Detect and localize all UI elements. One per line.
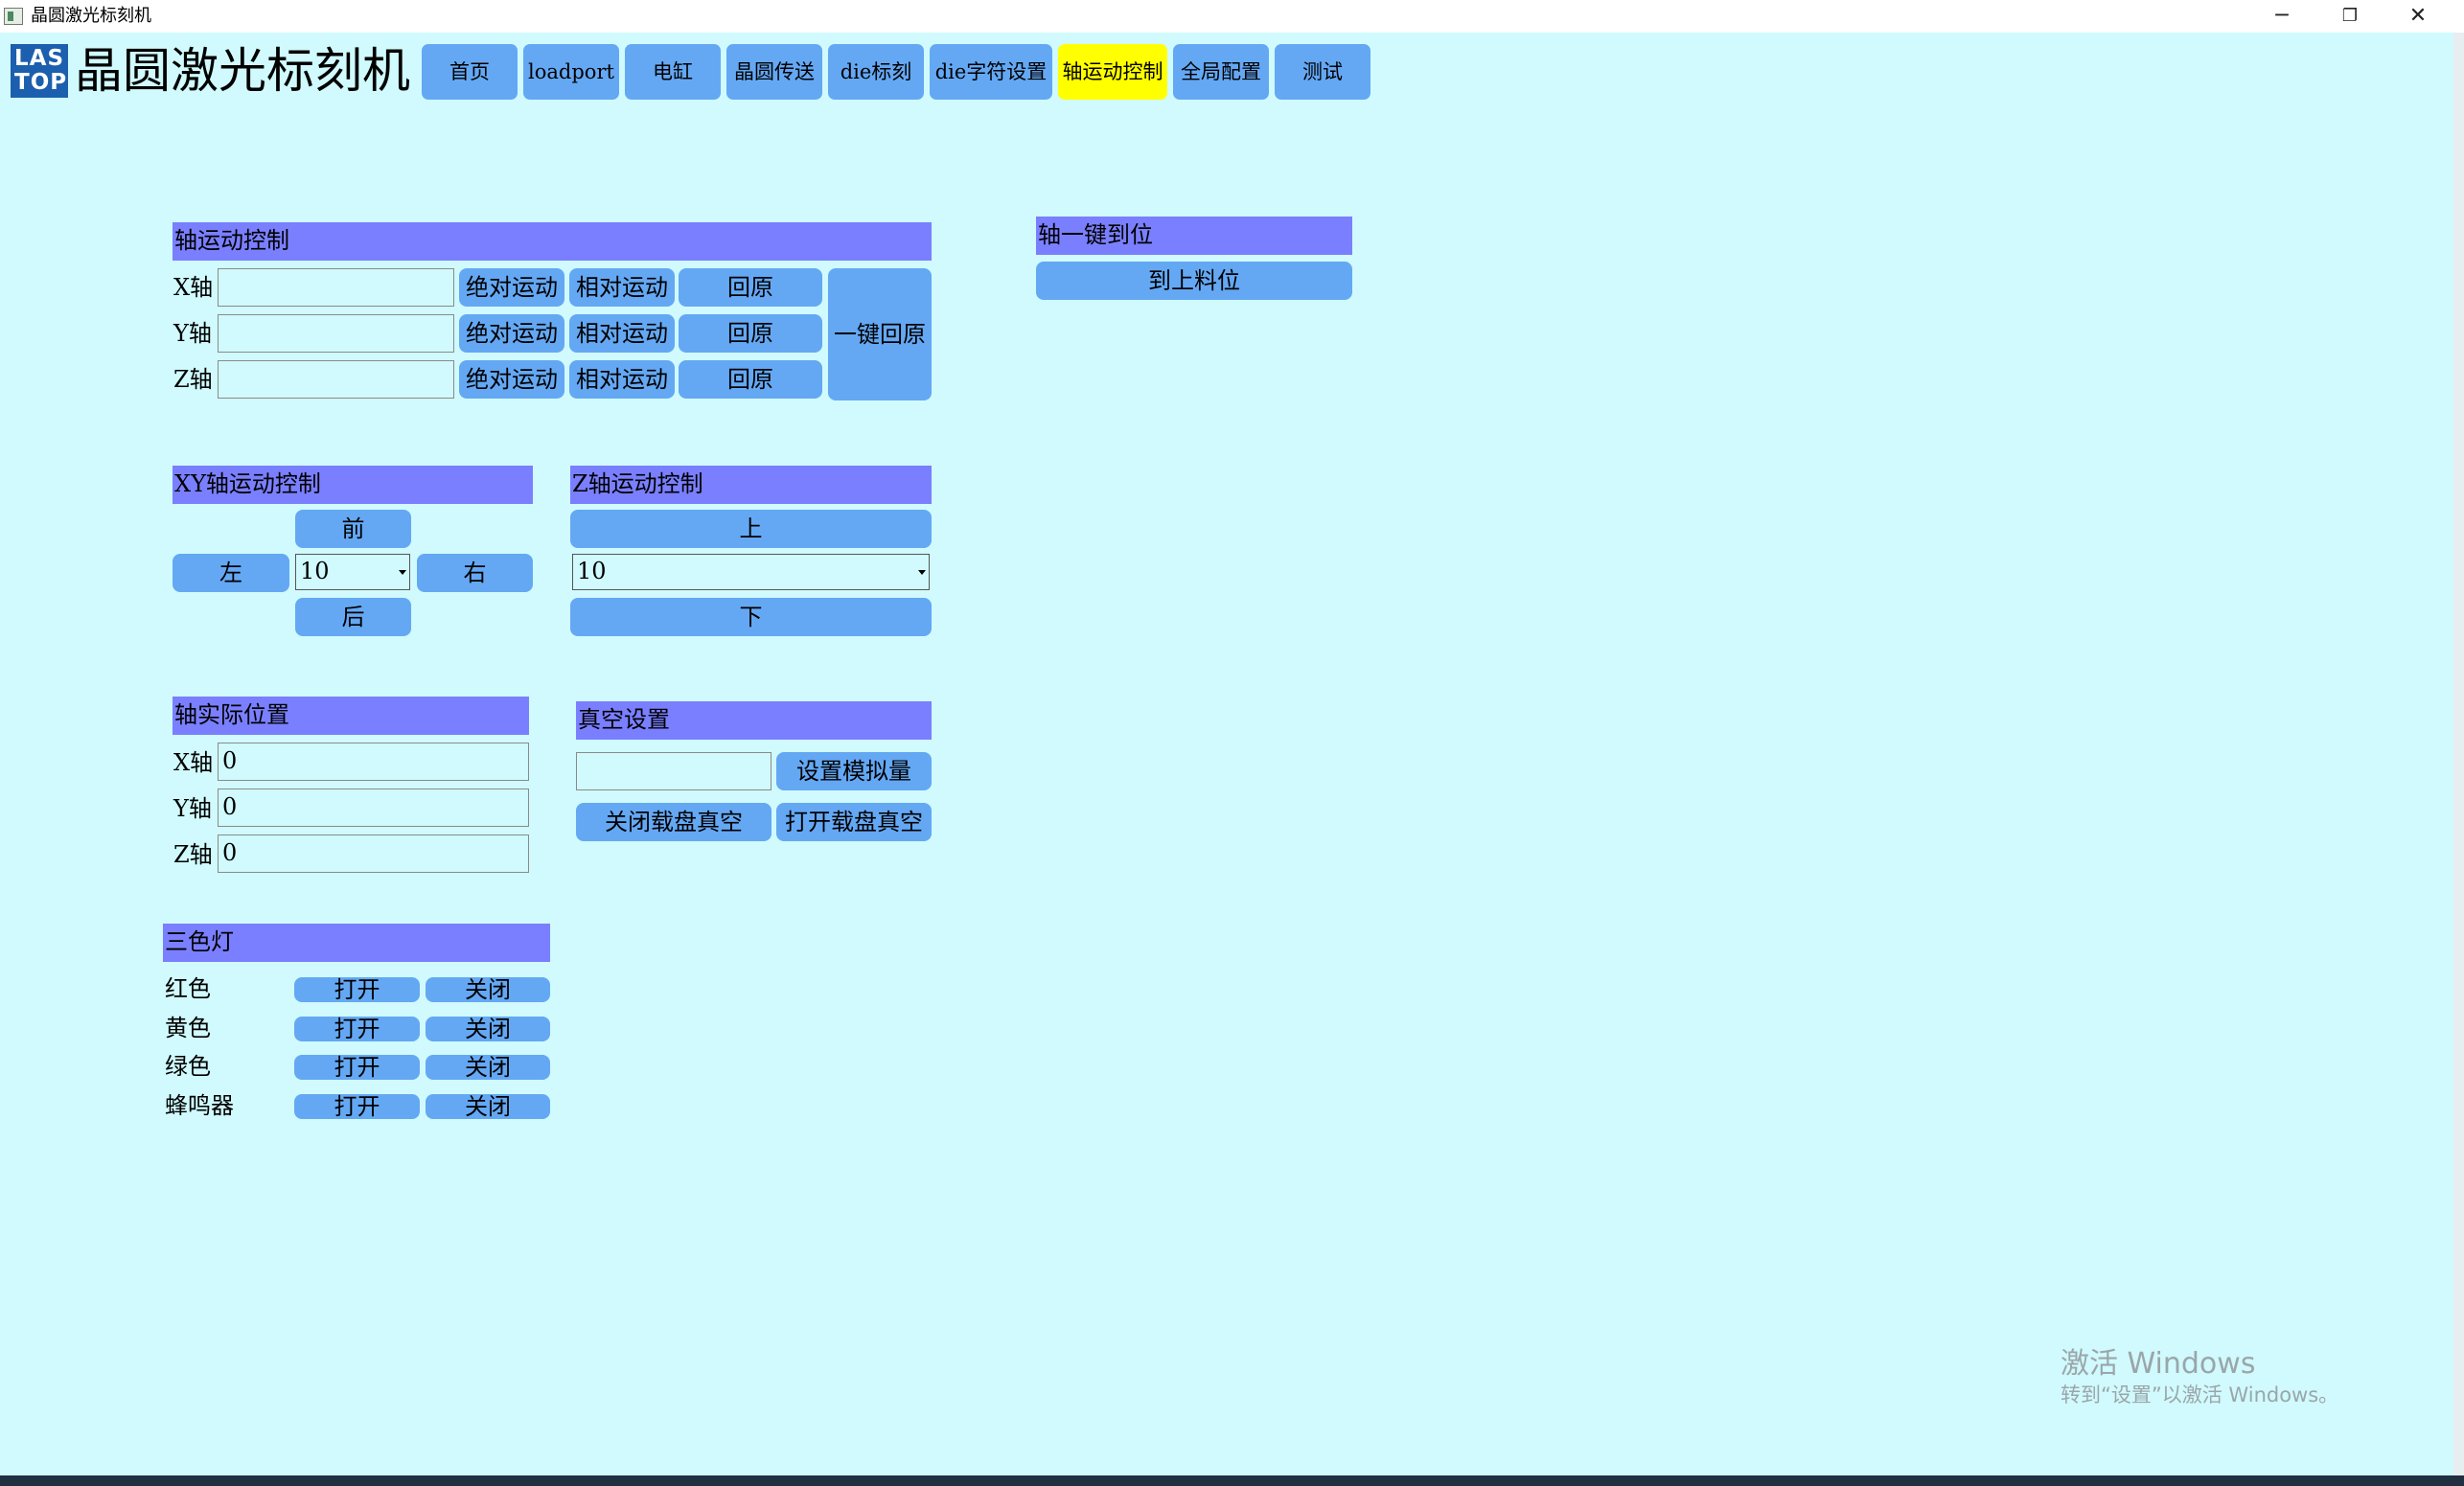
nav-test-button[interactable]: 测试 — [1275, 44, 1370, 100]
buzzer-off-button[interactable]: 关闭 — [426, 1094, 550, 1119]
red-light-label: 红色 — [165, 975, 211, 1002]
y-home-button[interactable]: 回原 — [679, 314, 822, 353]
nav-die-marking-button[interactable]: die标刻 — [828, 44, 924, 100]
xy-motion-header: XY轴运动控制 — [173, 466, 533, 504]
close-tray-vacuum-button[interactable]: 关闭载盘真空 — [576, 803, 771, 841]
buzzer-label: 蜂鸣器 — [165, 1092, 234, 1119]
xy-step-select[interactable]: 10 — [295, 554, 410, 590]
x-axis-label: X轴 — [173, 274, 214, 301]
z-motion-header: Z轴运动控制 — [570, 466, 932, 504]
home-all-button[interactable]: 一键回原 — [828, 268, 932, 400]
move-forward-button[interactable]: 前 — [295, 510, 411, 548]
move-down-button[interactable]: 下 — [570, 598, 932, 636]
window-title-bar: 晶圆激光标刻机 ─ ❐ ✕ — [0, 0, 2464, 33]
actual-x-value: 0 — [218, 743, 529, 781]
x-axis-input[interactable] — [218, 268, 454, 307]
yellow-light-on-button[interactable]: 打开 — [294, 1017, 420, 1041]
red-light-on-button[interactable]: 打开 — [294, 977, 420, 1002]
yellow-light-label: 黄色 — [165, 1015, 211, 1041]
window-right-edge — [2453, 33, 2464, 1475]
lastop-logo: LAS TOP — [11, 44, 68, 98]
actual-position-header: 轴实际位置 — [173, 697, 529, 735]
nav-axis-motion-button[interactable]: 轴运动控制 — [1058, 44, 1167, 100]
x-home-button[interactable]: 回原 — [679, 268, 822, 307]
x-abs-move-button[interactable]: 绝对运动 — [459, 268, 564, 307]
logo-line1: LAS — [14, 46, 65, 71]
z-axis-label: Z轴 — [173, 366, 213, 393]
z-home-button[interactable]: 回原 — [679, 360, 822, 399]
z-rel-move-button[interactable]: 相对运动 — [569, 360, 675, 399]
y-rel-move-button[interactable]: 相对运动 — [569, 314, 675, 353]
actual-y-label: Y轴 — [173, 795, 212, 822]
nav-global-config-button[interactable]: 全局配置 — [1173, 44, 1269, 100]
one-key-position-header: 轴一键到位 — [1036, 217, 1352, 255]
taskbar-strip — [0, 1475, 2464, 1486]
buzzer-on-button[interactable]: 打开 — [294, 1094, 420, 1119]
open-tray-vacuum-button[interactable]: 打开载盘真空 — [776, 803, 932, 841]
y-axis-input[interactable] — [218, 314, 454, 353]
green-light-label: 绿色 — [165, 1053, 211, 1080]
nav-die-char-settings-button[interactable]: die字符设置 — [930, 44, 1052, 100]
restore-button[interactable]: ❐ — [2341, 6, 2359, 26]
axis-motion-header: 轴运动控制 — [173, 222, 932, 261]
actual-z-value: 0 — [218, 834, 529, 873]
close-button[interactable]: ✕ — [2408, 4, 2428, 28]
xy-step-value: 10 — [300, 558, 330, 584]
app-title: 晶圆激光标刻机 — [75, 43, 410, 99]
green-light-on-button[interactable]: 打开 — [294, 1055, 420, 1080]
move-right-button[interactable]: 右 — [417, 554, 533, 592]
window-title: 晶圆激光标刻机 — [31, 6, 151, 26]
vacuum-header: 真空设置 — [576, 701, 932, 740]
actual-y-value: 0 — [218, 789, 529, 827]
z-step-select[interactable]: 10 — [572, 554, 930, 590]
nav-home-button[interactable]: 首页 — [422, 44, 518, 100]
green-light-off-button[interactable]: 关闭 — [426, 1055, 550, 1080]
z-step-value: 10 — [577, 558, 607, 584]
activation-watermark-title: 激活 Windows — [2061, 1347, 2256, 1381]
y-abs-move-button[interactable]: 绝对运动 — [459, 314, 564, 353]
vacuum-analog-input[interactable] — [576, 752, 771, 790]
nav-wafer-transfer-button[interactable]: 晶圆传送 — [726, 44, 822, 100]
z-axis-input[interactable] — [218, 360, 454, 399]
actual-z-label: Z轴 — [173, 841, 213, 868]
app-window-icon — [4, 8, 23, 25]
activation-watermark-subtitle: 转到“设置”以激活 Windows。 — [2061, 1383, 2339, 1406]
nav-loadport-button[interactable]: loadport — [523, 44, 619, 100]
logo-line2: TOP — [14, 70, 68, 95]
yellow-light-off-button[interactable]: 关闭 — [426, 1017, 550, 1041]
chevron-down-icon — [399, 570, 406, 575]
tricolor-light-header: 三色灯 — [163, 924, 550, 962]
red-light-off-button[interactable]: 关闭 — [426, 977, 550, 1002]
x-rel-move-button[interactable]: 相对运动 — [569, 268, 675, 307]
chevron-down-icon — [918, 570, 926, 575]
set-analog-button[interactable]: 设置模拟量 — [776, 752, 932, 790]
actual-x-label: X轴 — [173, 749, 214, 776]
move-back-button[interactable]: 后 — [295, 598, 411, 636]
move-left-button[interactable]: 左 — [173, 554, 289, 592]
y-axis-label: Y轴 — [173, 320, 212, 347]
z-abs-move-button[interactable]: 绝对运动 — [459, 360, 564, 399]
minimize-button[interactable]: ─ — [2275, 4, 2289, 28]
to-loading-position-button[interactable]: 到上料位 — [1036, 262, 1352, 300]
nav-electric-cylinder-button[interactable]: 电缸 — [625, 44, 721, 100]
move-up-button[interactable]: 上 — [570, 510, 932, 548]
